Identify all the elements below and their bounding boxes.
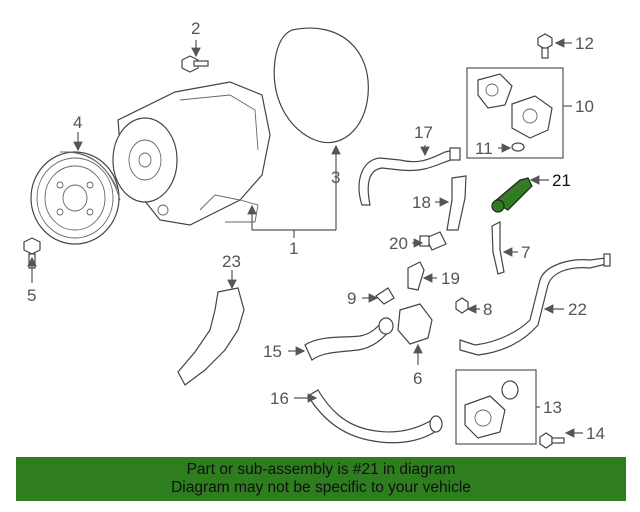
callout-21: 21 [552,171,571,190]
hose-15 [304,317,394,361]
callout-5: 5 [27,286,36,305]
callout-8: 8 [483,300,492,319]
water-pump [112,81,271,226]
pipe-18 [446,175,467,231]
clip-9 [375,287,395,305]
callout-17: 17 [414,123,433,142]
info-banner: Part or sub-assembly is #21 in diagram D… [16,457,626,501]
bolt-2 [181,55,209,73]
thermostat-housing [466,67,564,159]
callout-12: 12 [575,34,594,53]
callout-19: 19 [441,269,460,288]
callout-16: 16 [270,389,289,408]
bolt-14 [539,432,565,449]
callout-18: 18 [412,193,431,212]
bracket-7 [491,221,505,275]
bolt-12 [537,33,553,59]
pipe-19 [407,261,425,291]
callout-22: 22 [568,300,587,319]
callout-1-bracket [247,144,341,238]
housing-13 [455,369,537,445]
bracket-23 [177,287,245,386]
callout-20: 20 [389,234,408,253]
banner-line-1: Part or sub-assembly is #21 in diagram [186,461,456,478]
bolt-8 [455,297,469,314]
callout-13: 13 [543,398,562,417]
banner-line-2: Diagram may not be specific to your vehi… [171,479,471,496]
outlet-6 [397,303,433,345]
gasket [273,27,369,144]
pipe-16 [307,389,443,444]
callout-3: 3 [331,168,340,187]
leader-lines [27,38,583,438]
callout-10: 10 [575,97,594,116]
pulley [30,151,121,245]
callout-23: 23 [222,252,241,271]
callout-1: 1 [289,239,298,258]
parts-diagram: 1 2 3 4 5 6 7 8 9 10 11 12 13 14 15 16 1… [23,19,611,449]
hose-17 [358,147,461,206]
callout-2: 2 [191,19,200,38]
callout-11: 11 [475,139,493,158]
callout-4: 4 [73,113,82,132]
callout-9: 9 [347,289,356,308]
callout-6: 6 [413,369,422,388]
callout-14: 14 [586,424,605,443]
connector-20 [419,231,447,251]
callout-15: 15 [263,342,282,361]
callout-7: 7 [521,243,530,262]
part-21 [491,177,533,213]
hose-22 [459,253,611,356]
